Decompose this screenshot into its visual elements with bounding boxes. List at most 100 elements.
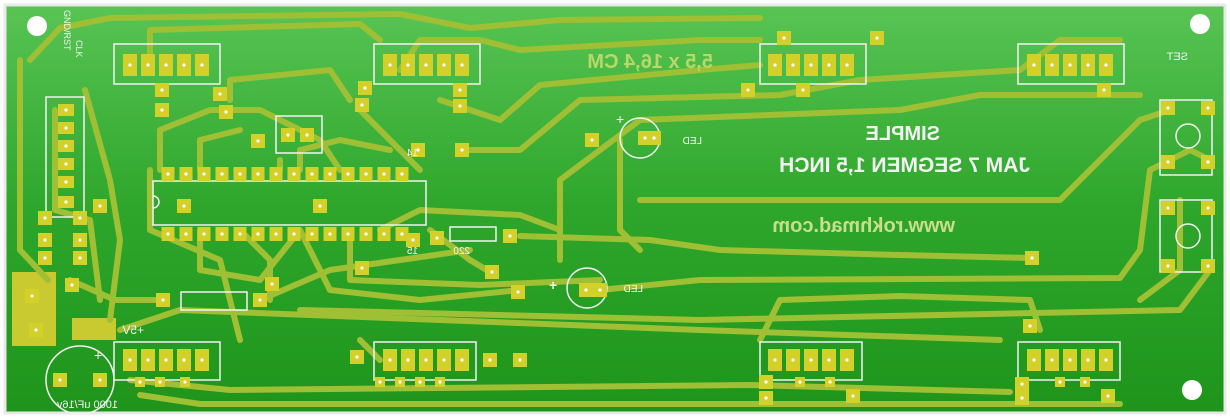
drill-hole [875,36,879,40]
plus-bottom: + [549,277,557,293]
drill-hole [435,236,439,240]
drill-hole [851,394,855,398]
drill-hole [845,358,849,362]
drill-hole [78,256,82,260]
size-label: 5,5 x 16,4 CM [587,51,713,73]
drill-hole [98,204,102,208]
drill-hole [182,358,186,362]
drill-hole [160,88,164,92]
led-top-label: LED [683,136,702,147]
drill-hole [508,234,512,238]
drill-hole [146,63,150,67]
drill-hole [164,63,168,67]
vertical-label: GND/RST [62,10,72,51]
drill-hole [166,172,170,176]
drill-hole [1020,382,1024,386]
drill-hole [773,358,777,362]
drill-hole [643,136,647,140]
drill-hole [363,86,367,90]
drill-hole [200,63,204,67]
drill-hole [184,232,188,236]
drill-hole [400,172,404,176]
drill-hole [360,103,364,107]
pin15-label: 15 [406,246,418,257]
drill-hole [43,238,47,242]
drill-hole [310,172,314,176]
drill-hole [256,172,260,176]
drill-hole [398,380,402,384]
drill-hole [773,63,777,67]
drill-hole [424,63,428,67]
drill-hole [418,380,422,384]
drill-hole [64,144,68,148]
pin14-label: 14 [406,148,418,159]
ic-pads [161,167,409,241]
drill-hole [378,380,382,384]
drill-hole [1050,358,1054,362]
drill-hole [318,204,322,208]
drill-hole [442,358,446,362]
drill-hole [801,88,805,92]
drill-hole [1104,63,1108,67]
drill-hole [382,172,386,176]
drill-hole [424,358,428,362]
drill-hole [64,200,68,204]
drill-hole [458,88,462,92]
drill-hole [220,232,224,236]
drill-hole [1102,88,1106,92]
drill-hole [764,396,768,400]
drill-hole [798,380,802,384]
website-label: www.rokhmad.com [772,215,956,237]
drill-hole [438,380,442,384]
drill-hole [488,358,492,362]
drill-hole [64,180,68,184]
drill-hole [64,126,68,130]
drill-hole [64,108,68,112]
drill-hole [43,216,47,220]
vertical-label-2: CLK [74,40,84,58]
drill-hole [78,216,82,220]
drill-hole [183,380,187,384]
drill-hole [346,172,350,176]
drill-hole [460,63,464,67]
cap-plus: + [94,347,102,363]
drill-hole [598,288,602,292]
drill-hole [460,358,464,362]
drill-hole [218,92,222,96]
set-label: SET [1166,51,1188,63]
drill-hole [34,328,38,332]
drill-hole [746,88,750,92]
drill-hole [406,358,410,362]
drill-hole [128,63,132,67]
drill-hole [782,36,786,40]
resistor-label: 220 [453,246,470,257]
plus5v-label: +5V [122,323,144,337]
drill-hole [442,63,446,67]
drill-hole [828,380,832,384]
drill-hole [1050,63,1054,67]
drill-hole [364,232,368,236]
drill-hole [1032,358,1036,362]
drill-hole [1166,106,1170,110]
drill-hole [764,380,768,384]
drill-hole [270,282,274,286]
drill-hole [305,133,309,137]
drill-hole [1086,63,1090,67]
drill-hole [458,104,462,108]
drill-hole [1032,63,1036,67]
drill-hole [220,172,224,176]
mounting-holes [27,14,1210,400]
drill-hole [182,63,186,67]
drill-hole [809,63,813,67]
drill-hole [809,358,813,362]
drill-hole [518,358,522,362]
silkscreen-labels: 5,5 x 16,4 CM SIMPLE JAM 7 SEGMEN 1,5 IN… [56,10,1188,411]
drill-hole [1106,394,1110,398]
drill-hole [184,172,188,176]
drill-hole [58,378,62,382]
drill-hole [490,270,494,274]
drill-hole [166,232,170,236]
title-line1: SIMPLE [866,123,940,145]
drill-hole [416,148,420,152]
